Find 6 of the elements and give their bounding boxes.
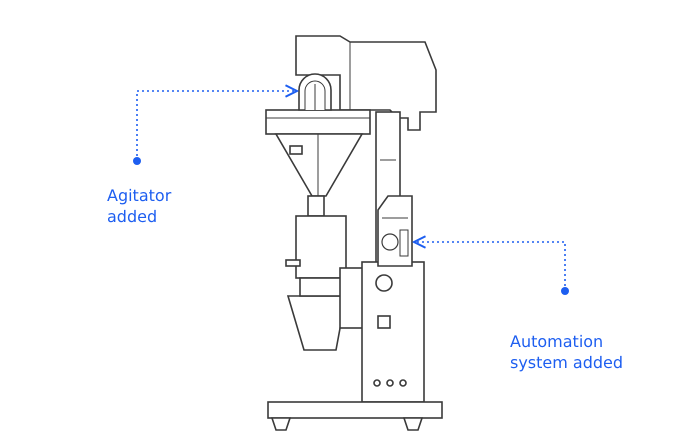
callout-label: Automation system added	[510, 331, 624, 373]
leader-line	[413, 235, 569, 295]
automation-unit-drawing	[377, 195, 413, 267]
agitator-drawing	[298, 73, 332, 111]
callout-label: Agitator added	[107, 185, 172, 227]
leader-line	[133, 84, 298, 165]
